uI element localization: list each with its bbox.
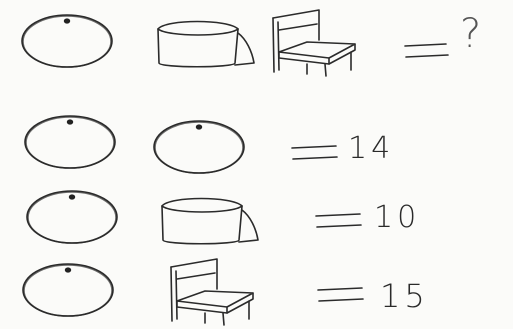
orange-icon bbox=[22, 15, 112, 67]
chair-icon bbox=[171, 259, 253, 325]
orange-icon bbox=[27, 191, 117, 243]
orange-icon bbox=[154, 121, 244, 173]
row-1 bbox=[22, 10, 355, 76]
row-3 bbox=[27, 191, 258, 244]
row-2 bbox=[25, 116, 244, 173]
orange-icon bbox=[23, 264, 113, 316]
result-row-4: 15 bbox=[380, 280, 429, 312]
orange-icon bbox=[25, 116, 115, 168]
result-row-1: ? bbox=[460, 14, 485, 54]
equals-sign-2 bbox=[292, 146, 337, 159]
pot-icon bbox=[158, 22, 254, 67]
equals-sign-4 bbox=[318, 288, 363, 301]
row-4 bbox=[23, 259, 253, 325]
equals-sign-1 bbox=[405, 44, 448, 57]
pot-icon bbox=[162, 199, 258, 244]
result-row-2: 14 bbox=[348, 134, 394, 164]
result-row-3: 10 bbox=[374, 203, 420, 233]
chair-icon bbox=[273, 10, 355, 76]
equals-sign-3 bbox=[316, 214, 361, 227]
equals-signs bbox=[292, 44, 448, 301]
